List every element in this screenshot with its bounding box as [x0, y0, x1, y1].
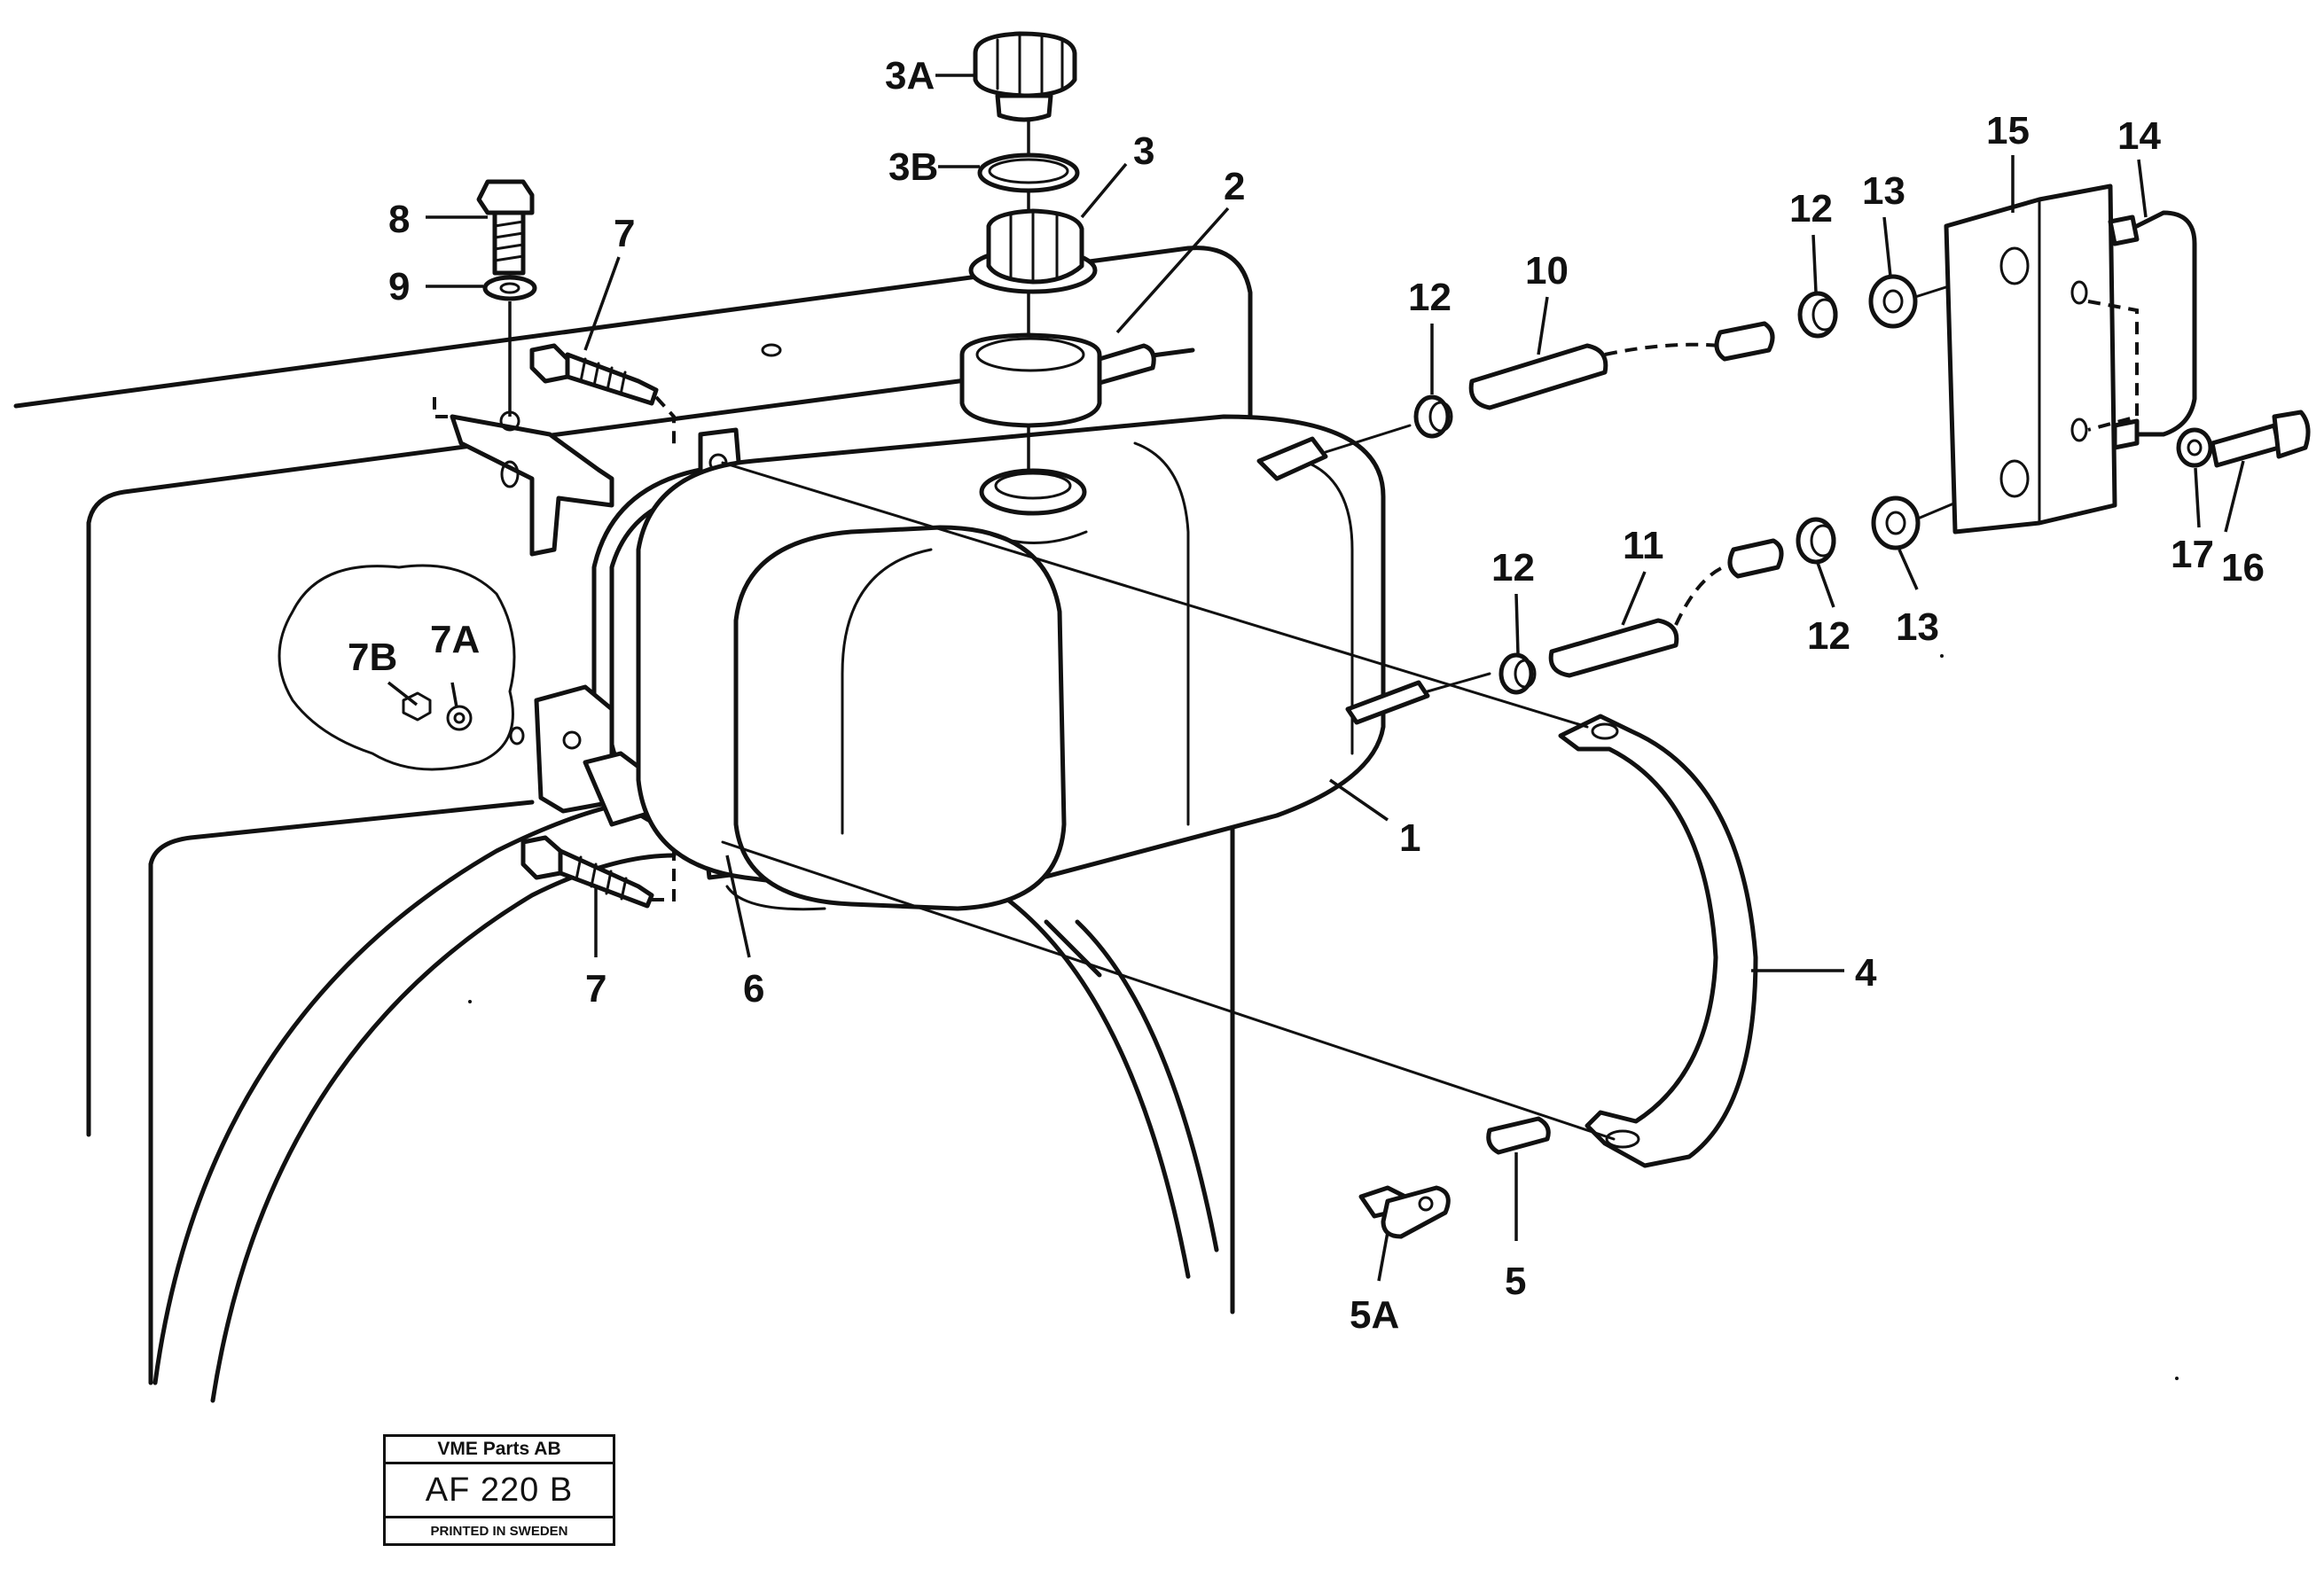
callout-7b: 7B: [348, 636, 397, 679]
callout-15: 15: [1986, 109, 2030, 152]
callout-12-d: 12: [1807, 614, 1851, 658]
callout-11: 11: [1623, 524, 1664, 567]
callout-5: 5: [1505, 1260, 1526, 1303]
stamp-code: AF 220 B: [386, 1464, 613, 1518]
callout-5a: 5A: [1350, 1293, 1399, 1337]
bolt-16: [2210, 410, 2311, 468]
callout-6: 6: [743, 967, 764, 1011]
detail-blob: [278, 564, 516, 771]
callout-3b: 3B: [888, 145, 938, 189]
callout-9: 9: [388, 265, 410, 308]
callout-3a: 3A: [885, 54, 935, 98]
callout-12-a: 12: [1408, 276, 1452, 319]
tube-14: [2108, 210, 2197, 450]
callout-16: 16: [2221, 546, 2265, 589]
stud-5a: [1358, 1185, 1451, 1239]
strap-4: [1558, 714, 1758, 1168]
callout-7-bottom: 7: [585, 967, 606, 1011]
callout-labels: 3A 3B 3 2 8 9 7 7B 7A 7 6 1 4 5 5A 12 10…: [348, 54, 2265, 1337]
stamp-printed: PRINTED IN SWEDEN: [430, 1523, 568, 1539]
callout-4: 4: [1855, 951, 1877, 995]
upper-bracket: [433, 397, 614, 557]
leader-lines: [387, 74, 2245, 1282]
callout-12-b: 12: [1789, 187, 1833, 230]
cap-3: [968, 208, 1098, 294]
washer-17: [2176, 427, 2213, 468]
cab-panel: [13, 246, 1253, 1403]
callout-13-top: 13: [1862, 169, 1905, 213]
bracket-15: [1944, 183, 2139, 535]
callout-14: 14: [2117, 114, 2161, 158]
callout-7-top: 7: [614, 212, 635, 255]
bolt-7-bottom: [520, 820, 676, 909]
lower-bracket: [509, 684, 659, 827]
callout-3: 3: [1133, 129, 1154, 173]
pin-5: [1486, 1116, 1551, 1155]
callout-2: 2: [1224, 165, 1245, 208]
callout-13-bottom: 13: [1896, 605, 1939, 649]
seal-3b: [977, 152, 1080, 193]
callout-10: 10: [1525, 249, 1569, 293]
callout-8: 8: [388, 198, 410, 241]
bolt-8: [476, 179, 537, 417]
expansion-tank: [636, 414, 1430, 911]
callout-17: 17: [2171, 533, 2214, 576]
hose-11: [1426, 477, 2015, 695]
cap-3a: [973, 31, 1077, 122]
callout-7a: 7A: [430, 618, 480, 661]
callout-12-c: 12: [1491, 546, 1535, 589]
title-stamp: VME Parts AB AF 220 B PRINTED IN SWEDEN: [383, 1434, 615, 1546]
callout-1: 1: [1399, 816, 1420, 860]
ring-2: [959, 332, 1156, 428]
bolt-7-top: [529, 343, 676, 448]
stamp-company: VME Parts AB: [386, 1437, 613, 1464]
